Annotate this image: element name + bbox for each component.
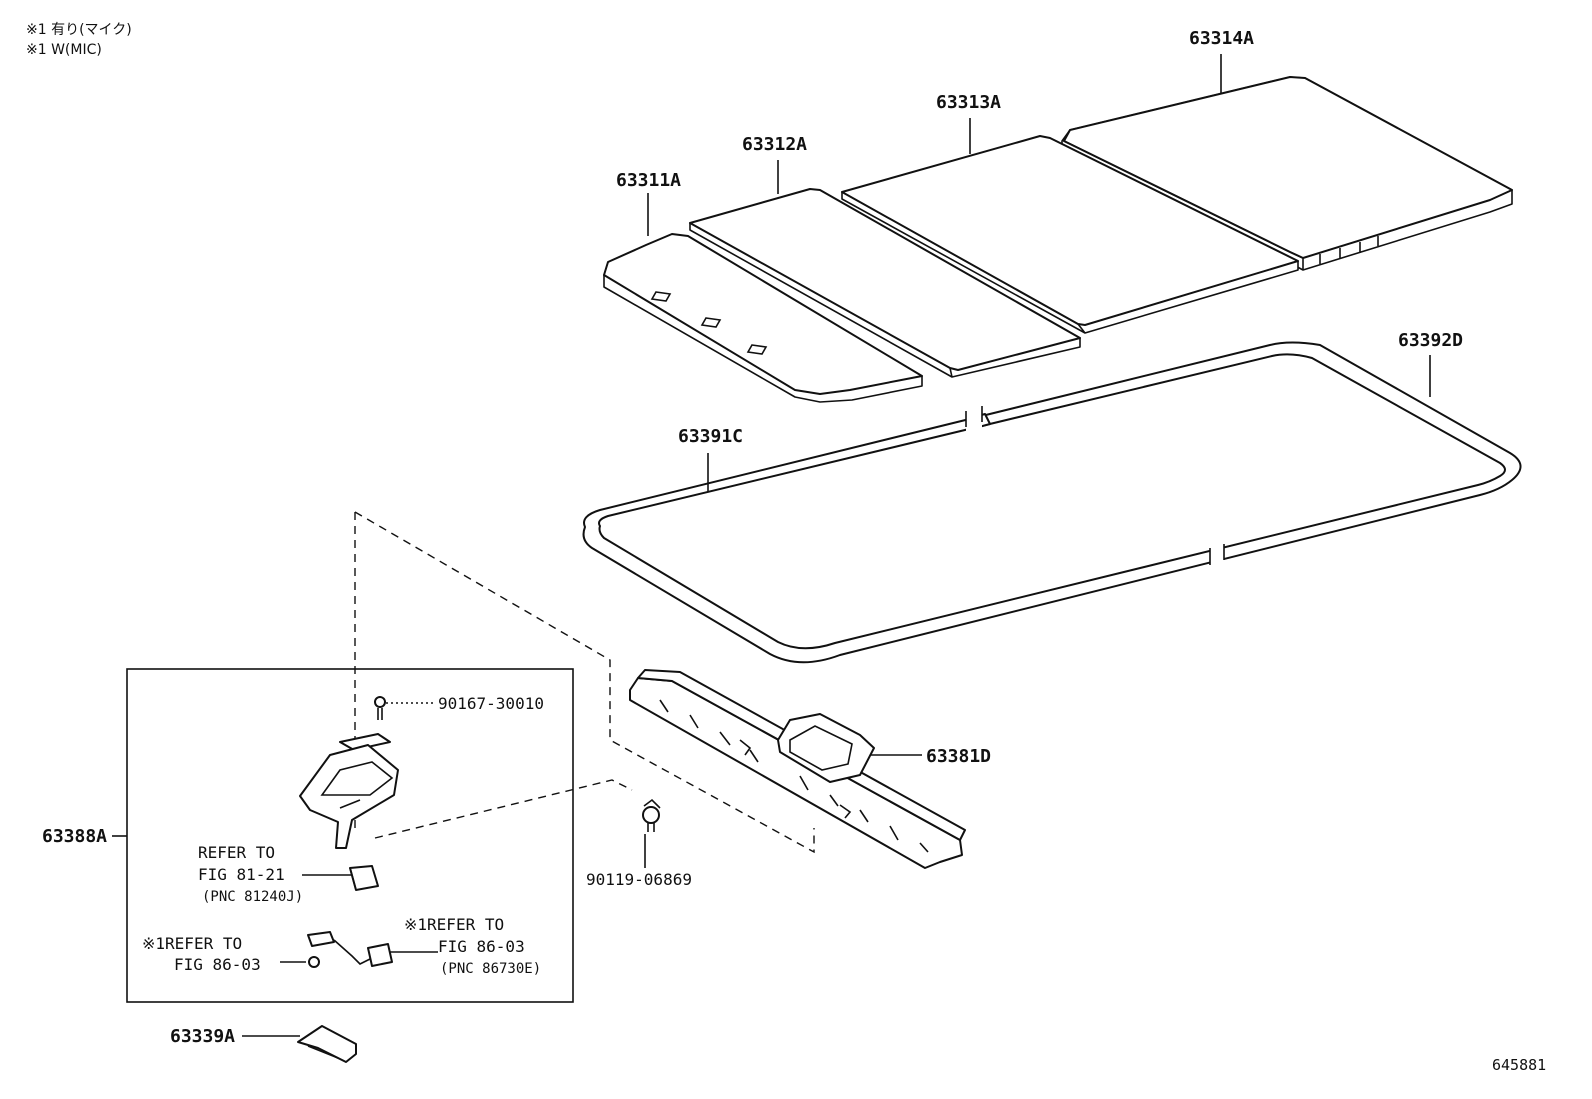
figure-id: 645881 (1492, 1056, 1546, 1074)
label-63313a: 63313A (936, 92, 1001, 113)
screw-90167 (374, 696, 386, 720)
ref3-line1: ※1REFER TO (404, 915, 504, 934)
clip-90119 (642, 798, 661, 832)
label-63391c: 63391C (678, 426, 743, 447)
panel-63311a (603, 233, 923, 403)
label-90167: 90167-30010 (438, 694, 544, 713)
front-rail-63381d (629, 669, 966, 869)
note-line-2: ※1 W(MIC) (26, 42, 102, 58)
ref1-line1: REFER TO (198, 843, 275, 862)
lamp-socket (349, 865, 379, 891)
label-63312a: 63312A (742, 134, 807, 155)
panel-63312a (689, 188, 1081, 378)
label-90119: 90119-06869 (586, 870, 692, 889)
ref1-line3: (PNC 81240J) (202, 889, 303, 905)
note-line-1: ※1 有り(マイク) (26, 22, 132, 38)
panel-63313a (841, 135, 1299, 334)
panel-63314a (1061, 76, 1513, 271)
label-63314a: 63314A (1189, 28, 1254, 49)
label-63381d: 63381D (926, 746, 991, 767)
label-63339a: 63339A (170, 1026, 235, 1047)
label-63311a: 63311A (616, 170, 681, 191)
label-63392d: 63392D (1398, 330, 1463, 351)
ref1-line2: FIG 81-21 (198, 865, 285, 884)
microphone-assembly (307, 931, 393, 968)
weatherstrip-frame (582, 341, 1522, 664)
label-63388a: 63388A (42, 826, 107, 847)
ref3-line3: (PNC 86730E) (440, 961, 541, 977)
ref3-line2: FIG 86-03 (438, 937, 525, 956)
map-lamp-housing (299, 733, 399, 849)
ref2-line2: FIG 86-03 (174, 955, 261, 974)
cover-63339a (297, 1025, 357, 1063)
ref2-line1: ※1REFER TO (142, 934, 242, 953)
